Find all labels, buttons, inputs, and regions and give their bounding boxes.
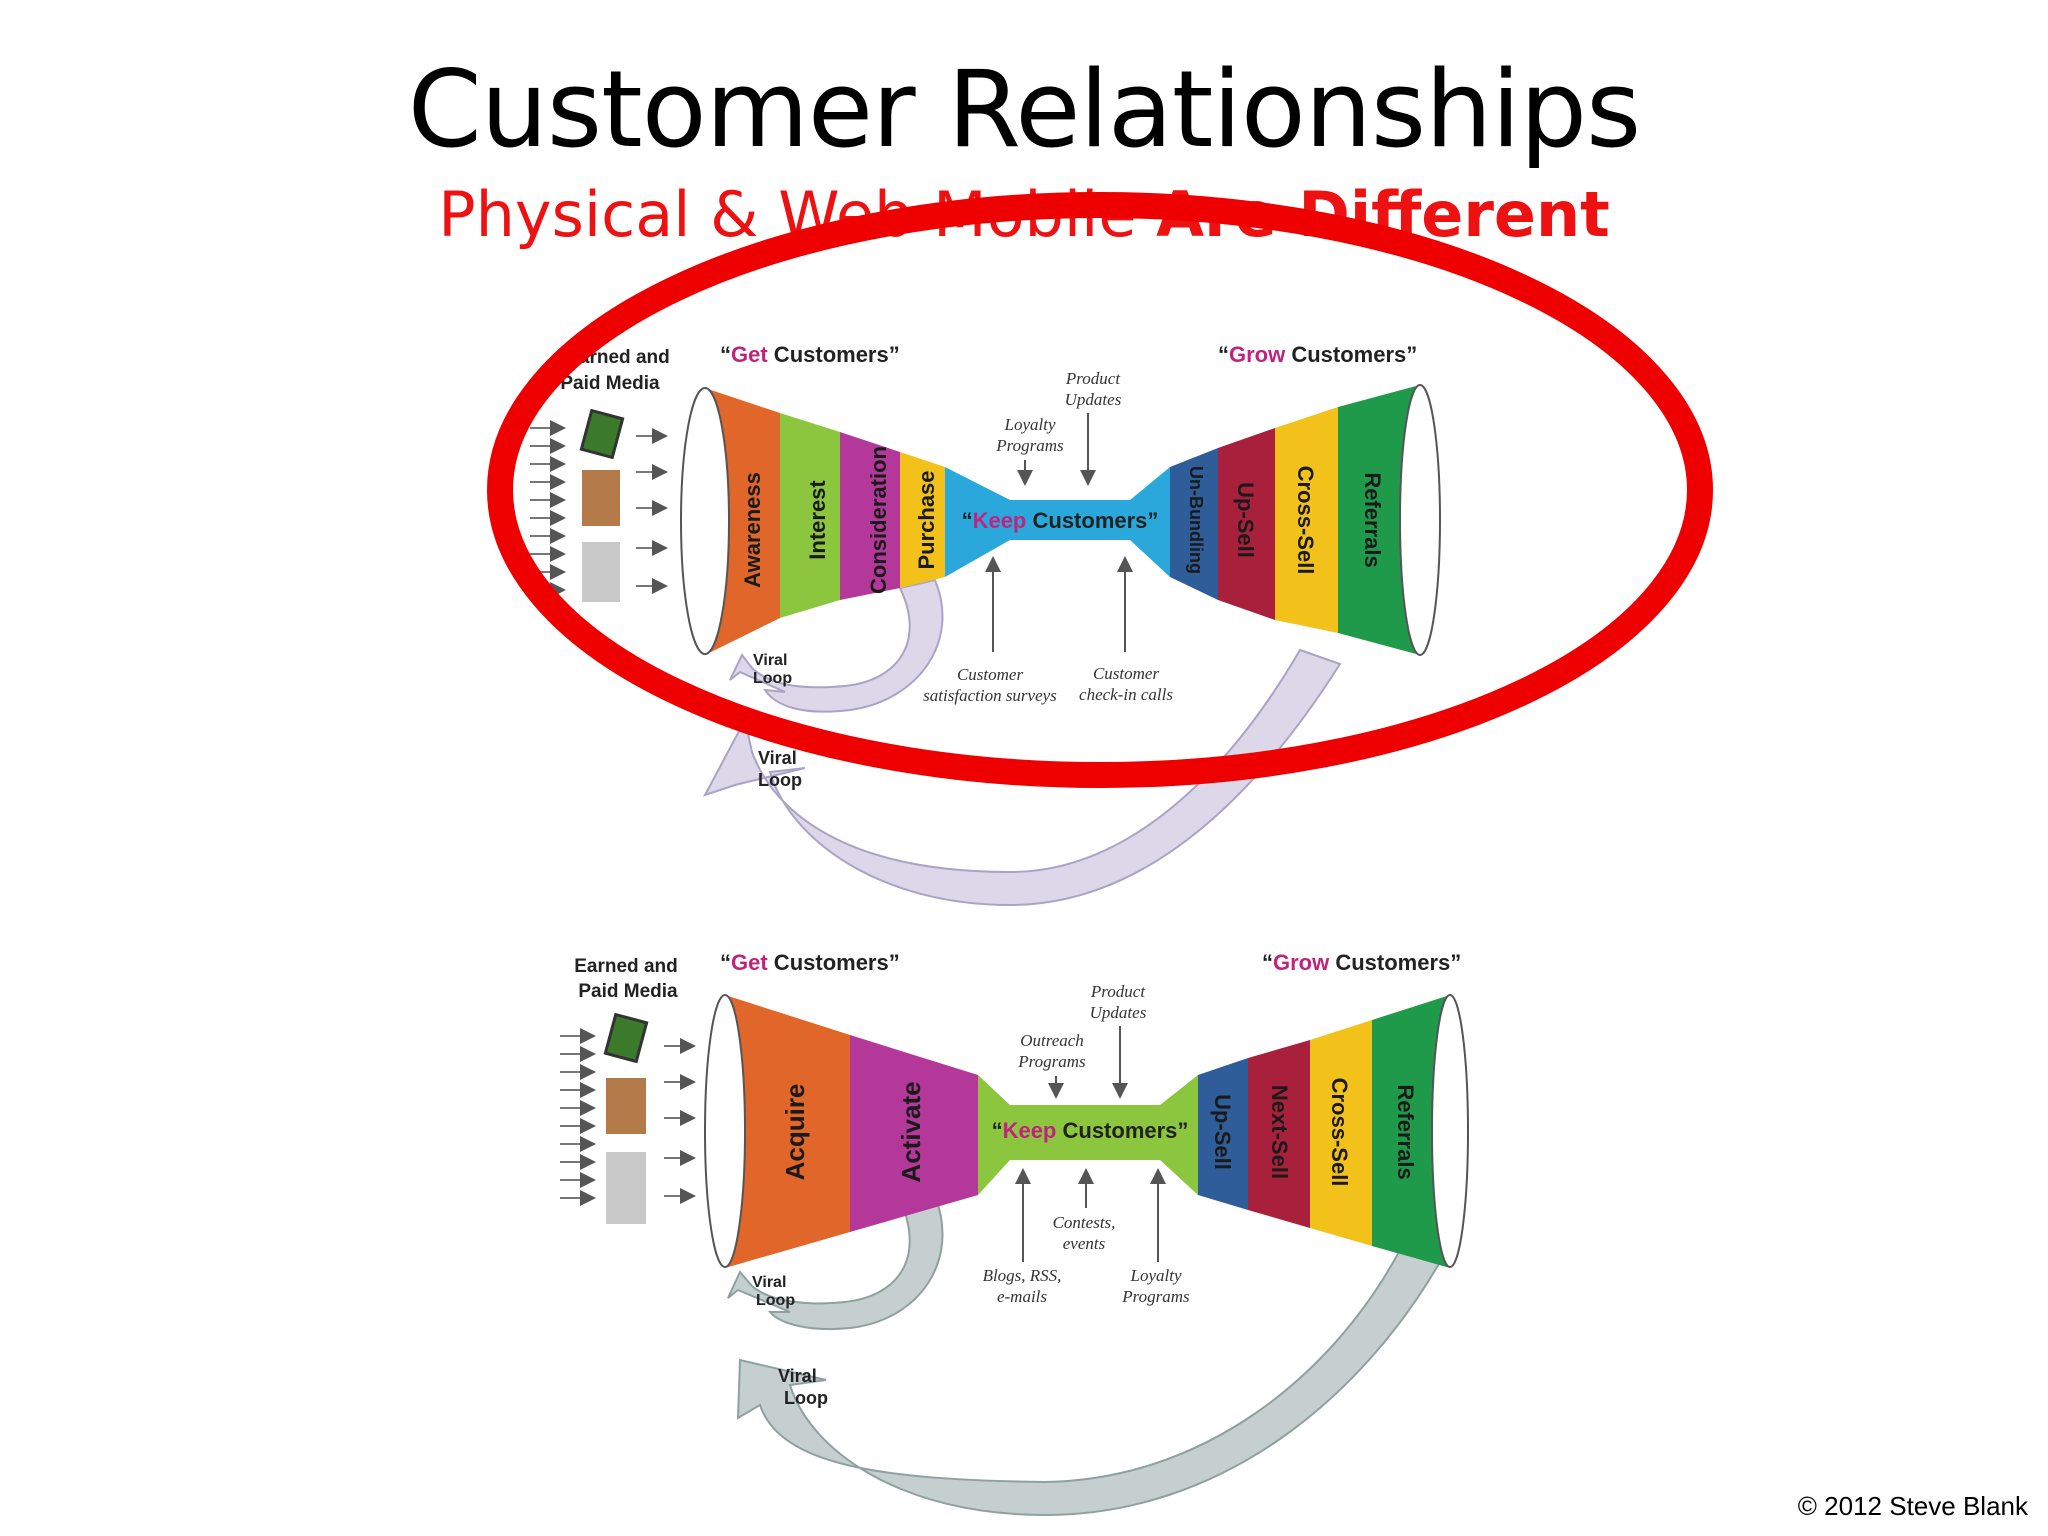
stage-label-purchase: Purchase (914, 470, 939, 569)
tablet-icon-web (603, 1012, 649, 1064)
web-funnel-diagram: Viral Loop Viral Loop Acquire Activate U… (560, 950, 1469, 1517)
grow-customers-label-physical: “Grow Customers” (1218, 342, 1417, 367)
note-product-updates-1: Product (1065, 369, 1121, 388)
funnel-mouth-right (1399, 384, 1441, 656)
stage-activate (850, 1035, 978, 1232)
viral-loop-small-label-web-2: Loop (756, 1292, 795, 1309)
copyright-notice: © 2012 Steve Blank (1797, 1491, 2028, 1521)
viral-loop-small-arrow-web (727, 1194, 944, 1331)
note-checkin-1: Customer (1093, 664, 1160, 683)
stage-label-referrals-web: Referrals (1393, 1084, 1418, 1179)
viral-loop-small-label-1: Viral (753, 652, 787, 669)
stage-label-consideration: Consideration (866, 446, 891, 594)
note-blogs-2: e-mails (997, 1287, 1047, 1306)
get-customers-label-physical: “Get Customers” (720, 342, 900, 367)
horse-photo-icon (582, 470, 620, 526)
note-satisfaction-2: satisfaction surveys (923, 686, 1057, 705)
keep-customers-label-web: “Keep Customers” (992, 1118, 1189, 1143)
physical-funnel-diagram: Viral Loop Viral Loop Awareness Interest… (530, 342, 1441, 907)
highlight-ellipse (487, 192, 1713, 788)
stage-label-nextsell-web: Next-Sell (1267, 1085, 1292, 1179)
stage-label-acquire: Acquire (780, 1084, 810, 1181)
stage-consideration (840, 432, 900, 600)
stage-upsell (1218, 428, 1275, 620)
stage-crosssell (1275, 407, 1338, 633)
keep-customers-band (945, 467, 1170, 577)
media-label-web-2: Paid Media (578, 981, 678, 1002)
stage-label-upsell: Up-Sell (1233, 482, 1258, 558)
stage-crosssell-web (1310, 1020, 1372, 1246)
viral-loop-small-label-web-1: Viral (752, 1274, 786, 1291)
note-product-updates-2: Updates (1065, 390, 1122, 409)
media-icons-web (603, 1012, 649, 1224)
slide-title: Customer Relationships (407, 48, 1642, 171)
note-loyalty-programs-2: Programs (995, 436, 1064, 455)
stage-label-awareness: Awareness (740, 472, 765, 588)
keep-customers-band-web (978, 1075, 1198, 1195)
stage-label-referrals: Referrals (1360, 472, 1385, 567)
stage-label-crosssell: Cross-Sell (1293, 466, 1318, 575)
viral-loop-large-label-1: Viral (758, 748, 797, 768)
media-label-physical-2: Paid Media (560, 373, 660, 394)
note-contests-1: Contests, (1053, 1213, 1116, 1232)
note-satisfaction-1: Customer (957, 665, 1024, 684)
grow-customers-label-web: “Grow Customers” (1262, 950, 1461, 975)
get-customers-label-web: “Get Customers” (720, 950, 900, 975)
viral-loop-small-label-2: Loop (753, 670, 792, 687)
stage-interest (780, 413, 840, 618)
stage-label-upsell-web: Up-Sell (1210, 1094, 1235, 1170)
note-product-updates-web-1: Product (1090, 982, 1146, 1001)
bottle-photo-icon (582, 542, 620, 602)
media-arrows-web (560, 1028, 696, 1206)
note-outreach-2: Programs (1017, 1052, 1086, 1071)
funnel-mouth-left (680, 387, 730, 655)
stage-label-activate: Activate (896, 1081, 926, 1182)
bottle-photo-icon-web (606, 1152, 646, 1224)
note-blogs-1: Blogs, RSS, (983, 1266, 1062, 1285)
note-contests-2: events (1063, 1234, 1106, 1253)
keep-customers-label-physical: “Keep Customers” (962, 508, 1159, 533)
note-loyalty-web-2: Programs (1121, 1287, 1190, 1306)
stage-referrals (1338, 385, 1420, 655)
stage-unbundling (1170, 448, 1218, 600)
viral-loop-small-arrow-physical (729, 578, 944, 713)
viral-loop-large-label-web-1: Viral (778, 1366, 817, 1386)
media-label-web-1: Earned and (574, 956, 677, 977)
stage-upsell-web (1198, 1058, 1248, 1210)
stage-nextsell-web (1248, 1040, 1310, 1228)
media-icons-physical (579, 408, 625, 602)
viral-loop-large-label-2: Loop (758, 770, 802, 790)
stage-label-interest: Interest (805, 480, 830, 560)
stage-acquire (725, 995, 850, 1268)
stage-label-crosssell-web: Cross-Sell (1327, 1078, 1352, 1187)
note-outreach-1: Outreach (1020, 1031, 1084, 1050)
viral-loop-large-arrow-physical (702, 648, 1342, 907)
viral-loop-large-arrow-web (736, 1248, 1442, 1517)
note-checkin-2: check-in calls (1079, 685, 1173, 704)
funnel-mouth-right-web (1431, 994, 1469, 1268)
note-loyalty-programs-1: Loyalty (1004, 415, 1056, 434)
note-loyalty-web-1: Loyalty (1130, 1266, 1182, 1285)
stage-purchase (900, 452, 945, 588)
stage-referrals-web (1372, 995, 1450, 1268)
horse-photo-icon-web (606, 1078, 646, 1134)
funnel-mouth-left-web (704, 994, 746, 1268)
stage-label-unbundling: Un-Bundling (1186, 466, 1206, 574)
viral-loop-large-label-web-2: Loop (784, 1388, 828, 1408)
note-product-updates-web-2: Updates (1090, 1003, 1147, 1022)
tablet-icon (579, 408, 625, 460)
media-arrows-physical (530, 420, 668, 598)
